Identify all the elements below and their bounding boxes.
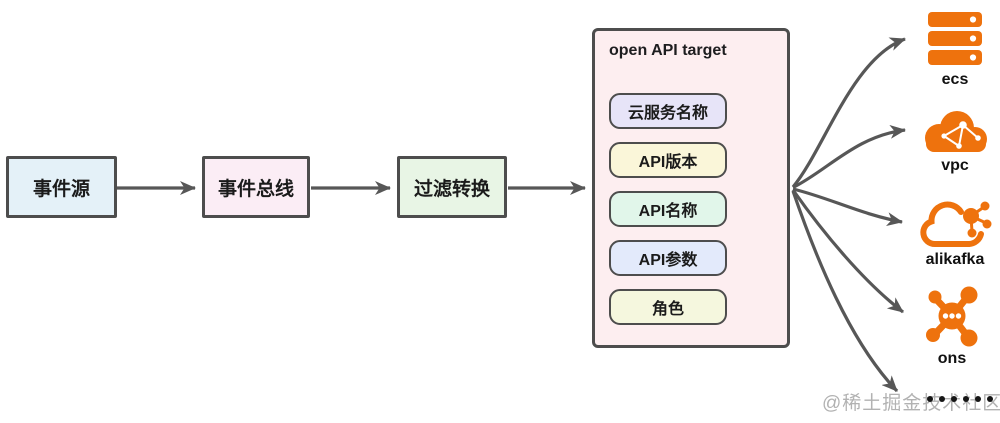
arrow-target-to-ecs	[791, 37, 906, 189]
node-filter-transform-label: 过滤转换	[413, 178, 490, 200]
node-filter-transform: 过滤转换	[397, 156, 507, 218]
service-ons-label: ons	[937, 350, 967, 367]
arrow-target-to-alikafka	[792, 187, 903, 227]
service-alikafka-label: alikafka	[925, 251, 985, 268]
service-ecs: ecs	[927, 11, 983, 89]
node-event-bus: 事件总线	[202, 156, 310, 218]
vpc-cloud-network-icon	[925, 111, 987, 152]
node-event-source-label: 事件源	[32, 178, 90, 200]
field-api-name-label: API名称	[638, 203, 698, 220]
arrow-target-to-ons	[791, 189, 904, 314]
field-api-version-label: API版本	[638, 154, 698, 171]
field-api-version: API版本	[609, 142, 727, 178]
service-vpc: vpc	[920, 108, 990, 175]
field-api-params: API参数	[609, 240, 727, 276]
field-cloud-service-name-label: 云服务名称	[627, 105, 708, 122]
field-cloud-service-name: 云服务名称	[609, 93, 727, 129]
field-role: 角色	[609, 289, 727, 325]
field-role-label: 角色	[651, 301, 684, 318]
service-vpc-label: vpc	[941, 157, 969, 174]
open-api-target-group: open API target 云服务名称 API版本 API名称 API参数 …	[592, 28, 790, 348]
arrow-target-to-more	[791, 190, 899, 393]
node-event-bus-label: 事件总线	[217, 178, 294, 200]
field-api-name: API名称	[609, 191, 727, 227]
arrow-target-to-vpc	[792, 124, 906, 189]
ellipsis-dots-icon	[927, 396, 993, 402]
open-api-target-title: open API target	[609, 42, 727, 59]
ons-molecule-icon	[926, 286, 978, 347]
service-alikafka: alikafka	[916, 200, 994, 269]
field-api-params-label: API参数	[638, 252, 698, 269]
service-ecs-label: ecs	[941, 71, 969, 88]
alikafka-cloud-hub-icon	[920, 201, 992, 248]
service-ons: ons	[923, 285, 981, 368]
ecs-server-stack-icon	[928, 12, 982, 65]
node-event-source: 事件源	[6, 156, 117, 218]
target-field-list: 云服务名称 API版本 API名称 API参数 角色	[609, 93, 727, 338]
